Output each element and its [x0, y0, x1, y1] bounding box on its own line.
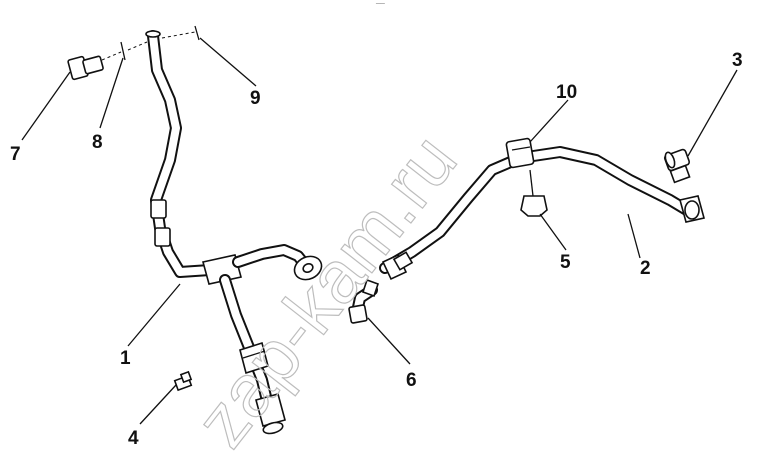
callout-4: 4 [128, 428, 139, 449]
part-7-bolt [67, 55, 104, 81]
part-1-branch-tube [145, 30, 323, 435]
callout-5: 5 [560, 252, 571, 273]
part-2-long-tube [379, 137, 705, 281]
leader-lines [21, 37, 738, 425]
part-3-adapter [663, 148, 691, 184]
top-mark: ¯¯ [375, 3, 385, 12]
part-8-washer [120, 41, 126, 61]
callout-3: 3 [732, 50, 743, 71]
part-6-elbow [348, 278, 380, 324]
part-5-bolt [520, 169, 548, 217]
callout-2: 2 [640, 258, 651, 279]
callout-6: 6 [406, 370, 417, 391]
callout-1: 1 [120, 348, 131, 369]
part-9-washer [194, 25, 200, 41]
callout-10: 10 [556, 82, 577, 103]
callout-7: 7 [10, 144, 21, 165]
callout-8: 8 [92, 132, 103, 153]
callout-9: 9 [250, 88, 261, 109]
part-4-fitting [173, 370, 193, 392]
